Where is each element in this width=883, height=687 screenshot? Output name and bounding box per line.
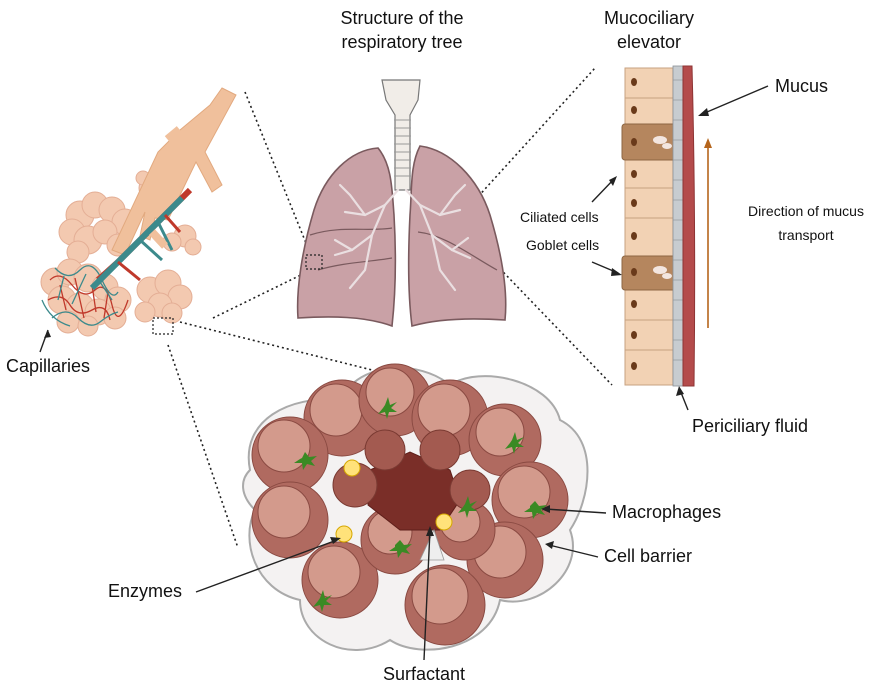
mucus-layer xyxy=(683,66,695,386)
mucociliary-title-line2: elevator xyxy=(617,32,681,52)
cell-barrier-label: Cell barrier xyxy=(604,546,692,566)
surfactant-label: Surfactant xyxy=(383,664,465,684)
direction-label-line2: transport xyxy=(778,227,833,243)
bronchiole-with-alveoli xyxy=(41,88,236,336)
direction-label-line1: Direction of mucus xyxy=(748,203,864,219)
mucociliary-title-line1: Mucociliary xyxy=(604,8,694,28)
mucus-pointer xyxy=(700,86,768,115)
enzymes-label: Enzymes xyxy=(108,581,182,601)
left-lung-image-right xyxy=(409,146,506,326)
right-lung-image-left xyxy=(298,148,396,326)
mucus-label: Mucus xyxy=(775,76,828,96)
ciliated-cells-label: Ciliated cells xyxy=(520,209,599,225)
respiratory-tree-title-line2: respiratory tree xyxy=(341,32,462,52)
goblet-cell-2 xyxy=(622,256,676,290)
capillaries-label: Capillaries xyxy=(6,356,90,376)
bronchiole xyxy=(112,88,236,255)
cilia-layer xyxy=(673,66,683,386)
lungs xyxy=(298,80,506,326)
mucociliary-epithelium xyxy=(622,66,695,386)
goblet-cell-1 xyxy=(622,124,676,160)
respiratory-tree-title-line1: Structure of the xyxy=(340,8,463,28)
periciliary-fluid-label: Periciliary fluid xyxy=(692,416,808,436)
alveolus-cross-section xyxy=(243,364,587,650)
macrophages-label: Macrophages xyxy=(612,502,721,522)
goblet-cells-label: Goblet cells xyxy=(526,237,599,253)
